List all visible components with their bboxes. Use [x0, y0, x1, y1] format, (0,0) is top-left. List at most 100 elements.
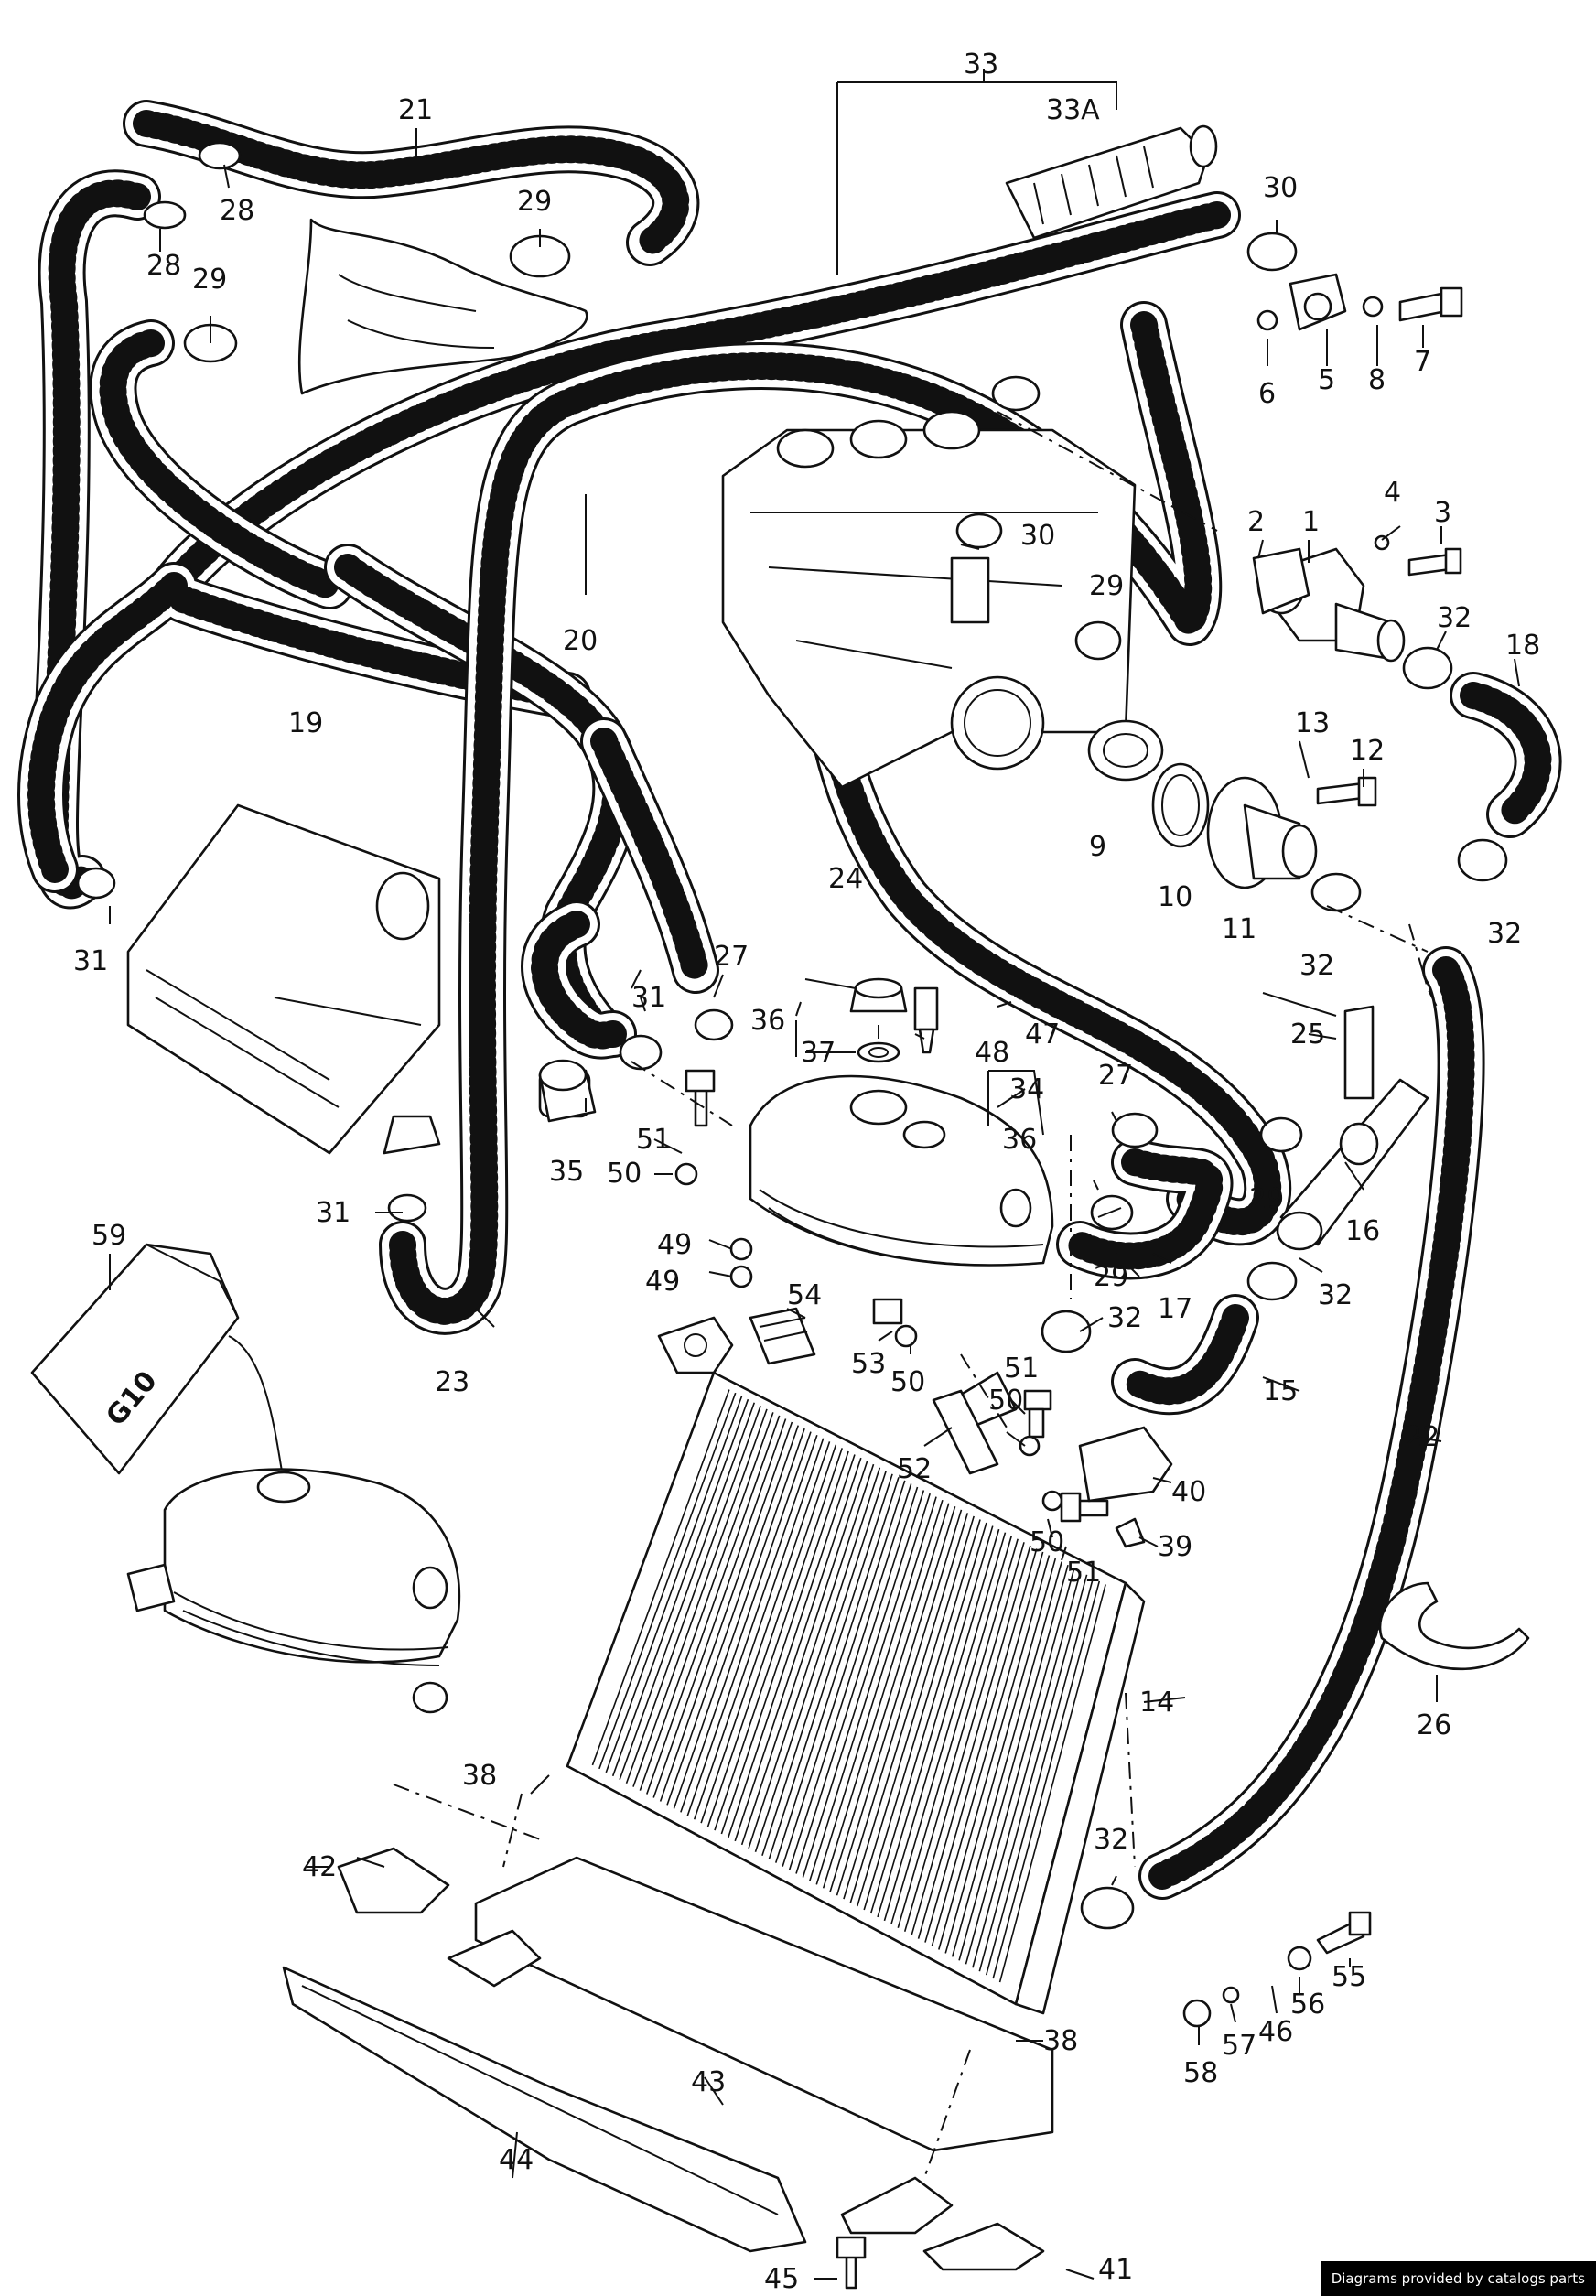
radiator-fin: [911, 1542, 1025, 1935]
hose-35-side: [521, 900, 637, 1060]
radiator-fin: [611, 1398, 749, 1777]
callout-50d: 50: [1030, 1526, 1064, 1558]
callout-45: 45: [764, 2263, 799, 2295]
callout-50c: 50: [988, 1385, 1023, 1417]
callout-12: 12: [1350, 735, 1385, 767]
radiator-fin: [632, 1408, 768, 1787]
radiator-fin: [686, 1434, 818, 1816]
callout-8: 8: [1368, 364, 1386, 396]
callout-53: 53: [851, 1348, 886, 1380]
credit-badge: Diagrams provided by catalogs parts: [1320, 2261, 1596, 2296]
radiator-fin: [673, 1428, 805, 1809]
radiator-fin: [917, 1545, 1031, 1939]
thermostat-parts: [1087, 719, 1318, 889]
callout-6: 6: [1258, 378, 1276, 410]
radiator-fin: [836, 1506, 956, 1896]
callout-7: 7: [1414, 346, 1431, 378]
radiator-fin: [591, 1389, 730, 1766]
hose-22: [1138, 946, 1485, 1900]
radiator-fin: [822, 1499, 944, 1889]
radiator-fin: [965, 1568, 1075, 1965]
cap-and-sender: [849, 977, 939, 1063]
callout-labels: 1 2 3 4 5 6 7 8 9 10 11 12 13 14 15 16 1…: [73, 49, 1540, 2295]
callout-18: 18: [1505, 630, 1540, 662]
callout-32d: 32: [1318, 1279, 1353, 1311]
callout-42: 42: [302, 1851, 337, 1883]
callout-22: 22: [1405, 1421, 1440, 1453]
callout-58: 58: [1183, 2057, 1218, 2089]
radiator-fin: [774, 1477, 900, 1863]
radiator-fin: [693, 1438, 825, 1820]
radiator-fin: [666, 1425, 800, 1806]
callout-31c: 31: [316, 1197, 350, 1229]
callout-50a: 50: [607, 1158, 642, 1190]
radiator-fin: [639, 1412, 774, 1791]
radiator-fin: [924, 1548, 1038, 1943]
callout-19: 19: [288, 707, 323, 739]
hose-15: [1111, 1294, 1259, 1416]
radiator-fin: [849, 1513, 969, 1903]
radiator-fin: [788, 1483, 912, 1870]
radiator-fin: [734, 1457, 862, 1842]
callout-35: 35: [549, 1156, 584, 1188]
radiator-fin: [985, 1578, 1095, 1976]
pipe-35: [538, 1059, 597, 1123]
brackets: [749, 1307, 1173, 1503]
callout-10: 10: [1158, 881, 1192, 913]
callout-55: 55: [1332, 1961, 1366, 1993]
radiator-fin: [659, 1421, 793, 1802]
callout-36b: 36: [1002, 1124, 1037, 1156]
callout-52: 52: [897, 1453, 932, 1485]
callout-25: 25: [1290, 1019, 1325, 1051]
callout-29d: 29: [1249, 1183, 1284, 1215]
callout-13: 13: [1295, 707, 1330, 739]
callout-31b: 31: [631, 982, 666, 1014]
hose-33a: [1005, 124, 1218, 240]
callout-21: 21: [398, 94, 433, 126]
radiator-fin: [714, 1448, 844, 1831]
callout-33a: 33A: [1046, 94, 1100, 126]
hose-18: [1450, 672, 1562, 838]
radiator-fin: [863, 1519, 981, 1911]
radiator-fin: [782, 1480, 906, 1867]
callout-3: 3: [1434, 497, 1451, 529]
strap-26: [1378, 1581, 1530, 1671]
mounting-frame: [282, 1847, 1054, 2271]
callout-15: 15: [1263, 1375, 1298, 1407]
assembly-lines: [393, 411, 1438, 2179]
reservoir-tank: [126, 1468, 461, 1714]
radiator-fin: [890, 1532, 1007, 1925]
callout-32c: 32: [1299, 950, 1334, 982]
radiator-fin: [978, 1574, 1088, 1972]
radiator-fin: [748, 1463, 875, 1849]
engine-head: [721, 375, 1137, 789]
radiator-fin: [944, 1558, 1057, 1954]
callout-32e: 32: [1107, 1302, 1142, 1334]
radiator-fin: [680, 1431, 812, 1813]
callout-50b: 50: [890, 1366, 925, 1398]
callout-5: 5: [1318, 364, 1335, 396]
callout-9: 9: [1089, 831, 1106, 863]
callout-11: 11: [1222, 913, 1256, 945]
intake-boot: [297, 218, 588, 395]
radiator-fin: [951, 1561, 1062, 1957]
callout-29c: 29: [1089, 570, 1124, 602]
callout-49b: 49: [645, 1266, 680, 1298]
radiator-fins: [591, 1389, 1106, 1983]
radiator-fin: [815, 1496, 937, 1885]
callout-46: 46: [1258, 2016, 1293, 2048]
thermostat-housing: [1252, 547, 1406, 663]
radiator-fin: [809, 1493, 931, 1881]
radiator-fin: [706, 1444, 837, 1827]
callout-23: 23: [435, 1366, 469, 1398]
callout-51b: 51: [1004, 1353, 1039, 1385]
callout-43: 43: [691, 2066, 726, 2098]
hose-33: [150, 191, 1241, 609]
callout-27b: 27: [1098, 1060, 1133, 1092]
radiator-fin: [700, 1441, 831, 1824]
radiator-fin: [877, 1525, 994, 1918]
callout-36a: 36: [750, 1005, 785, 1037]
radiator-fin: [740, 1461, 868, 1846]
coolant-bottle: G10: [30, 1243, 285, 1483]
